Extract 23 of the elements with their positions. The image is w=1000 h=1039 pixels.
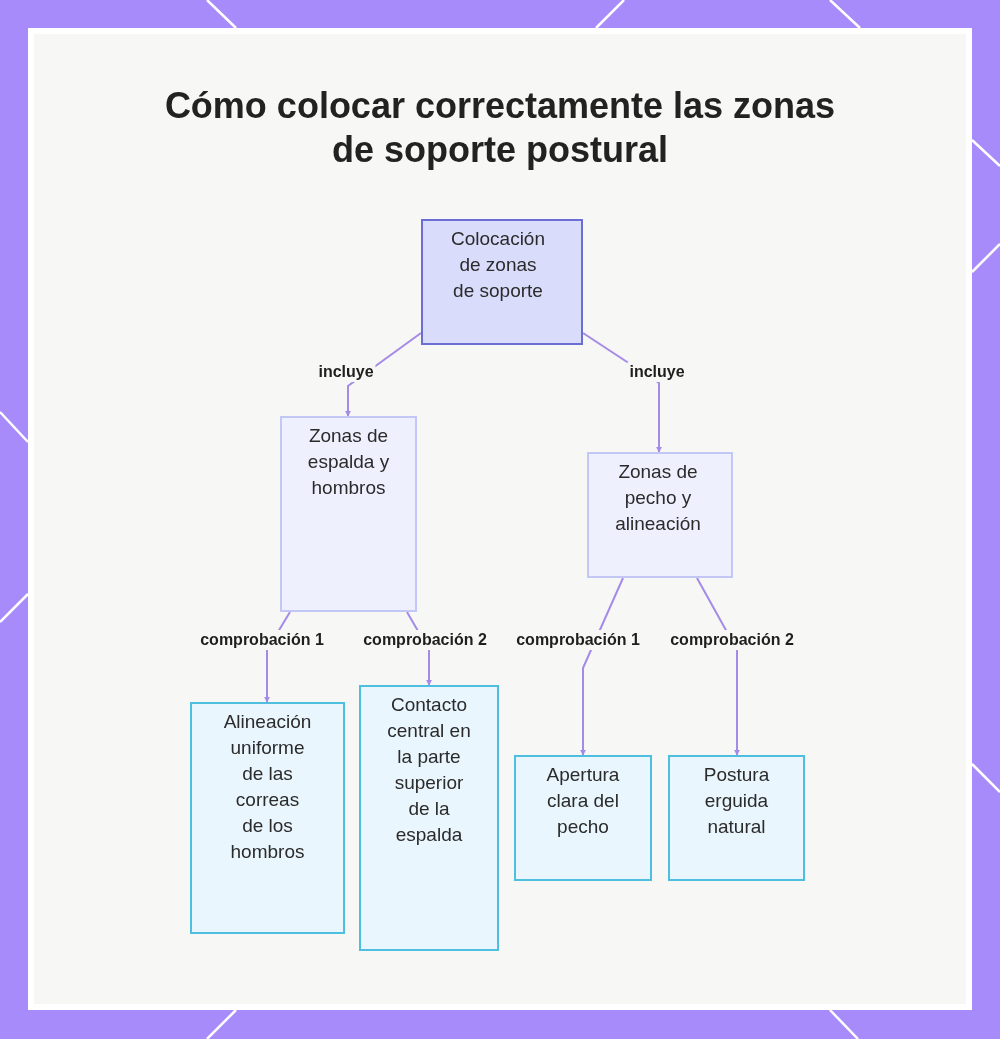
box-label: Zonas de espalda y hombros (306, 424, 391, 500)
box-label: Postura erguida natural (702, 763, 771, 839)
box-label: Alineación uniforme de las correas de los hombros (223, 710, 312, 864)
diagram-title: Cómo colocar correctamente las zonas de soporte postural (163, 84, 837, 172)
box-label: Colocación de zonas de soporte (450, 227, 546, 303)
process-box (190, 702, 345, 934)
process-box (587, 452, 733, 578)
box-label: Contacto central en la parte superior de la espalda (386, 693, 472, 847)
connector-arrow (580, 577, 624, 756)
edge-label: comprobación 1 (514, 630, 642, 650)
edge-label: incluye (627, 362, 687, 382)
edge-label: comprobación 2 (361, 630, 489, 650)
process-box (514, 755, 652, 881)
connector-arrow (696, 577, 740, 756)
edge-label: comprobación 1 (198, 630, 326, 650)
edge-label: comprobación 2 (668, 630, 796, 650)
edge-label: incluye (316, 362, 376, 382)
box-label: Apertura clara del pecho (545, 763, 621, 839)
process-box (359, 685, 499, 951)
process-box (280, 416, 417, 612)
process-box (421, 219, 583, 345)
process-box (668, 755, 805, 881)
box-label: Zonas de pecho y alineación (614, 460, 702, 536)
